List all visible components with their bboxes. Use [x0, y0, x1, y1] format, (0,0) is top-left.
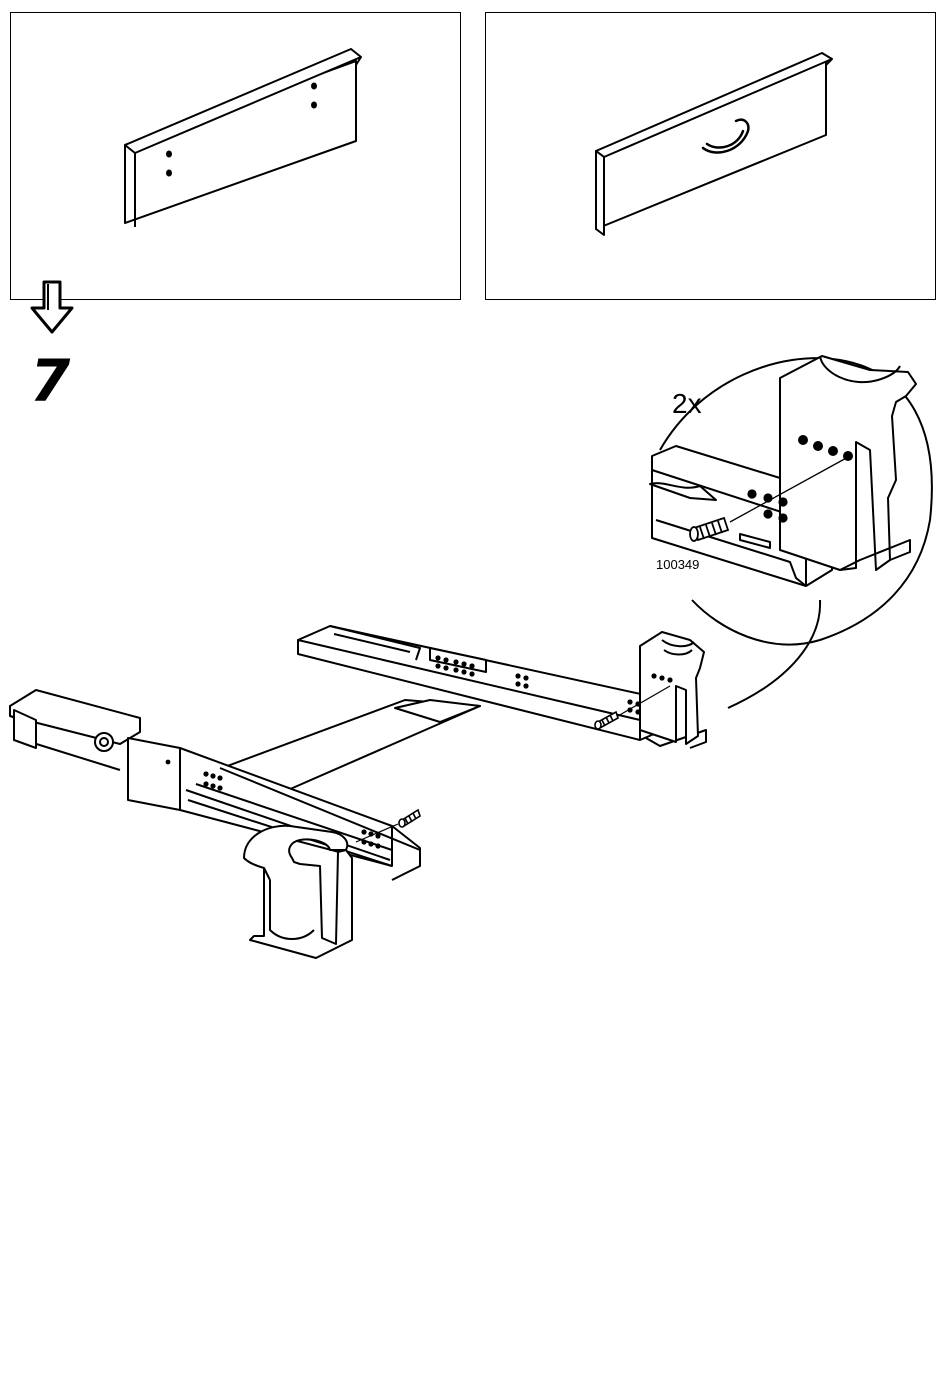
panel-drawer-back	[10, 12, 461, 300]
screw-icon	[399, 810, 420, 827]
quantity-label: 2x	[672, 390, 702, 418]
drawer-back-illustration	[11, 13, 462, 301]
drawer-front-illustration	[486, 13, 937, 301]
part-number-label: 100349	[656, 558, 699, 571]
down-arrow-icon	[26, 280, 86, 340]
panel-drawer-front	[485, 12, 936, 300]
